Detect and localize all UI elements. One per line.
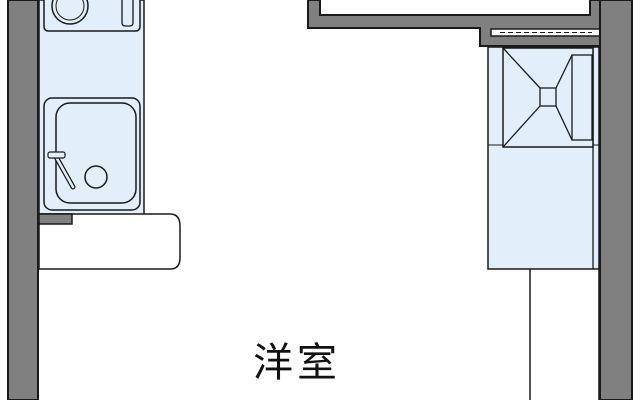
upper-room-edge	[319, 0, 591, 16]
kitchen-sink-icon	[43, 97, 141, 211]
room-label-western-room: 洋室	[253, 340, 341, 386]
left-wall	[7, 0, 39, 400]
washing-machine-pan-icon	[502, 47, 594, 148]
right-wall	[599, 0, 633, 400]
window-icon	[490, 28, 602, 37]
counter-icon	[38, 213, 181, 270]
stove-icon	[43, 0, 141, 32]
